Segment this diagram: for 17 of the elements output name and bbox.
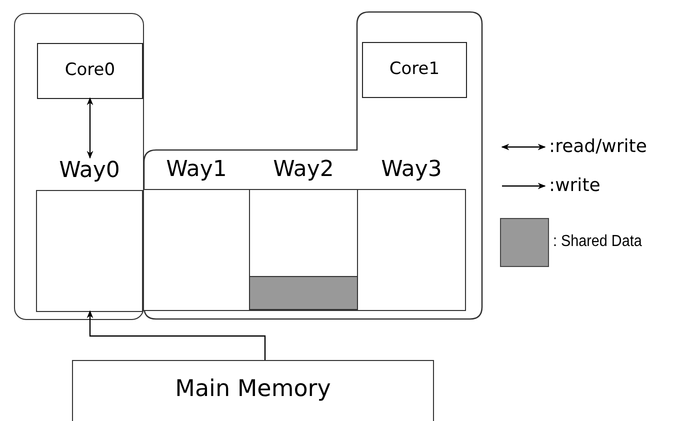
way-label: Way0 <box>59 157 120 185</box>
way-label: Way1 <box>166 156 227 184</box>
arrow <box>86 310 266 360</box>
core-label: Core0 <box>64 60 116 80</box>
way-label: Way2 <box>273 156 334 184</box>
core-box <box>37 43 143 99</box>
shared-data-block <box>249 276 358 310</box>
legend-label: : Shared Data <box>553 232 642 252</box>
memory-label: Main Memory <box>174 376 332 402</box>
legend-label: :read/write <box>549 135 647 159</box>
memory-box <box>72 360 434 421</box>
legend-label: :write <box>549 174 600 198</box>
way-label: Way3 <box>381 156 442 184</box>
arrow <box>86 97 94 159</box>
core-partition-outline <box>14 13 144 320</box>
core-label: Core1 <box>388 59 441 79</box>
core-box <box>362 42 467 98</box>
